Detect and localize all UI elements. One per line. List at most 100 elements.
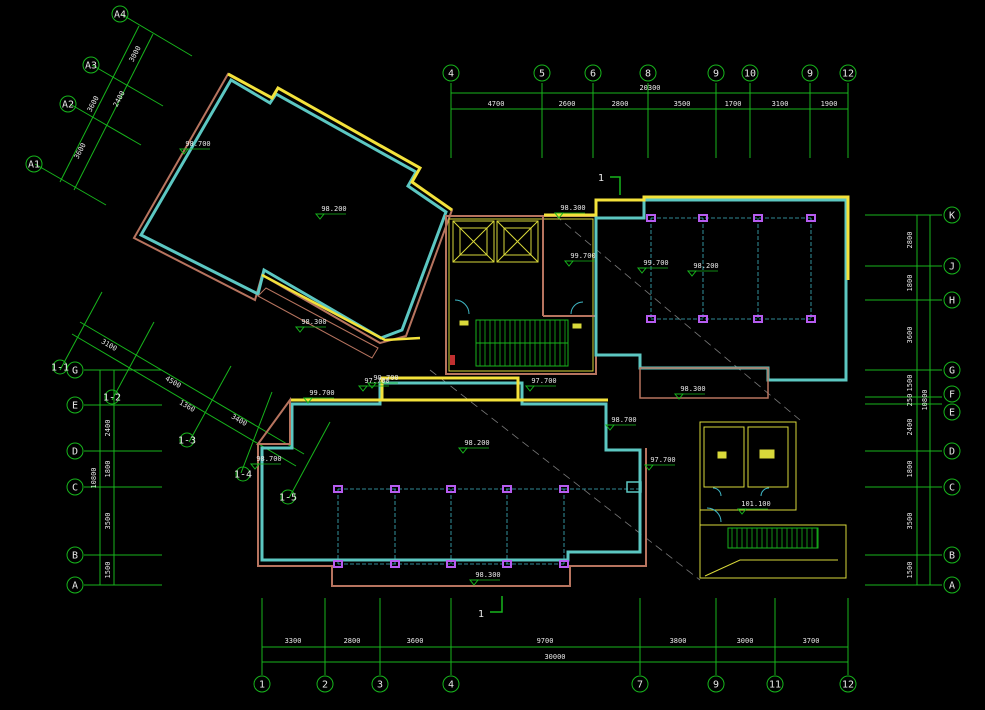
top-axis-bubble-text: 10 xyxy=(744,69,756,80)
bottom-dim-text: 3300 xyxy=(285,637,302,645)
right-axis-bubble: K xyxy=(943,206,961,224)
left-axis-bubble-text: B xyxy=(72,551,78,562)
left-total-dim: 10800 xyxy=(90,467,98,488)
rotated-axis-bubble: A1 xyxy=(25,155,43,173)
bottom-axis-bubble: 2 xyxy=(316,675,334,693)
elevation-text: 99.700 xyxy=(643,259,668,267)
right-dim-text: 2400 xyxy=(906,419,914,436)
stair-treads xyxy=(479,320,566,366)
elevation-marker: 99.700 xyxy=(302,389,335,404)
diagonal-axis-bubble: 1-5 xyxy=(279,489,297,505)
right-axis-bubble: A xyxy=(943,576,961,594)
bottom-dim-text: 2800 xyxy=(344,637,361,645)
top-dim-text: 3100 xyxy=(772,100,789,108)
top-axis-bubble: 4 xyxy=(442,64,460,82)
elevation-text: 99.700 xyxy=(373,374,398,382)
right-axis-bubble: D xyxy=(943,442,961,460)
bottom-axis-bubble: 11 xyxy=(766,675,784,693)
elevation-text: 97.700 xyxy=(650,456,675,464)
right-axis-bubble: B xyxy=(943,546,961,564)
diagonal-axis-bubble-text: 1-2 xyxy=(103,393,121,404)
bottom-axis-bubble-text: 9 xyxy=(713,680,719,691)
diagonal-axis-bubble-text: 1-5 xyxy=(279,493,297,504)
rotated-axis-bubble: A4 xyxy=(111,5,129,23)
elevation-text: 98.200 xyxy=(464,439,489,447)
bottom-dim-text: 3800 xyxy=(670,637,687,645)
lower-right-block xyxy=(699,421,797,511)
elevation-text: 98.300 xyxy=(560,204,585,212)
stair-treads-2 xyxy=(731,528,818,548)
right-dim-text: 1500 xyxy=(906,375,914,392)
top-dim-text: 3500 xyxy=(674,100,691,108)
elevation-marker: 98.300 xyxy=(673,385,706,400)
bottom-axis-bubble-text: 7 xyxy=(637,680,643,691)
bottom-dim-text: 9700 xyxy=(537,637,554,645)
left-axis-bubble-text: E xyxy=(72,401,78,412)
column xyxy=(502,560,512,568)
elevation-markers: 98.700 98.200 98.300 99.700 98.300 99.700 98.2… xyxy=(178,140,771,586)
right-axis-bubble: G xyxy=(943,361,961,379)
top-axis-bubble: 8 xyxy=(639,64,657,82)
right-dim-text: 3500 xyxy=(906,513,914,530)
left-axis-bubble-text: D xyxy=(72,447,78,458)
left-axis-bubble: A xyxy=(66,576,84,594)
rotated-axis-bubble: A3 xyxy=(82,56,100,74)
right-axis-bubble: E xyxy=(943,403,961,421)
column xyxy=(446,485,456,493)
bottom-axis-bubble-text: 3 xyxy=(377,680,383,691)
elevation-text: 98.700 xyxy=(611,416,636,424)
elevation-text: 98.200 xyxy=(321,205,346,213)
right-axis-bubble: C xyxy=(943,478,961,496)
column xyxy=(698,214,708,222)
diagonal-axis-bubble: 1-4 xyxy=(234,466,252,482)
bottom-axis-bubble-text: 2 xyxy=(322,680,328,691)
right-axis-bubble: F xyxy=(943,385,961,403)
right-axis-bubble-text: G xyxy=(949,366,955,377)
rotated-axis-bubble-text: A1 xyxy=(28,160,40,171)
top-axis-bubble-text: 12 xyxy=(842,69,854,80)
top-axis-bubble-text: 9 xyxy=(713,69,719,80)
top-axis-bubble: 10 xyxy=(741,64,759,82)
rotated-axis-bubble-text: A4 xyxy=(114,10,126,21)
column xyxy=(333,485,343,493)
rotated-axis-bubble-text: A2 xyxy=(62,100,74,111)
elevation-text: 101.100 xyxy=(741,500,771,508)
elevator-1 xyxy=(452,220,495,263)
right-dim-text: 1800 xyxy=(906,461,914,478)
elevation-text: 99.700 xyxy=(570,252,595,260)
column xyxy=(446,560,456,568)
right-total-dim: 10800 xyxy=(921,389,929,410)
top-total-dim: 20300 xyxy=(639,84,660,92)
right-axis-bubble: J xyxy=(943,257,961,275)
elevation-text: 98.300 xyxy=(301,318,326,326)
column xyxy=(806,214,816,222)
column xyxy=(753,315,763,323)
elevation-marker: 97.700 xyxy=(357,377,390,392)
elevation-marker: 99.700 xyxy=(366,374,399,389)
elevation-marker: 98.700 xyxy=(604,416,637,431)
top-axis-bubble-text: 9 xyxy=(807,69,813,80)
section-label-top: 1 xyxy=(598,173,604,184)
elevation-marker: 97.700 xyxy=(643,456,676,471)
top-dim-text: 4700 xyxy=(488,100,505,108)
elevation-text: 98.300 xyxy=(475,571,500,579)
left-axis-bubble-text: G xyxy=(72,366,78,377)
bottom-axis-bubble: 12 xyxy=(839,675,857,693)
column xyxy=(390,485,400,493)
left-dim-text: 2400 xyxy=(104,420,112,437)
elevation-marker: 99.700 xyxy=(563,252,596,267)
top-axis-bubble: 9 xyxy=(801,64,819,82)
right-axis-bubble-text: A xyxy=(949,581,955,592)
lower-main-block xyxy=(260,381,642,562)
right-dim-text: 1500 xyxy=(906,562,914,579)
diagonal-axis-labels: 1-11-21-31-41-5 xyxy=(51,359,297,505)
column xyxy=(806,315,816,323)
right-dim-text: 1800 xyxy=(906,275,914,292)
bottom-total-dim: 30000 xyxy=(544,653,565,661)
